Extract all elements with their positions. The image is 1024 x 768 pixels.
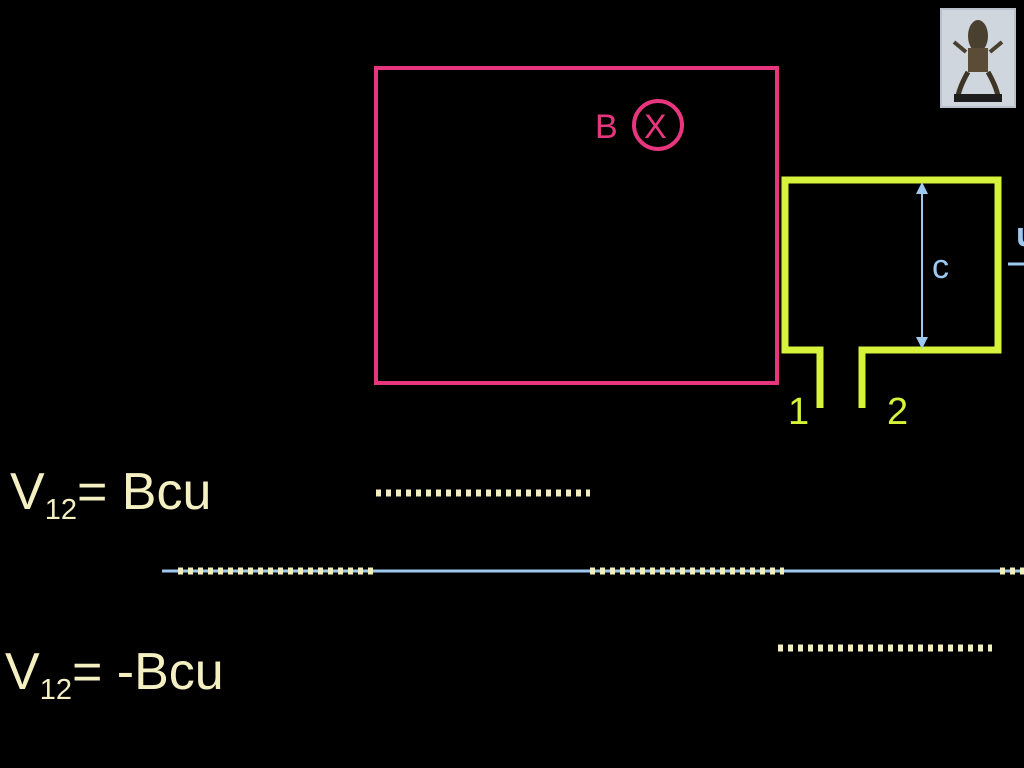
field-into-page-circle <box>632 99 684 151</box>
dimension-arrowhead-up <box>916 182 928 194</box>
magnetic-field-region <box>374 66 779 385</box>
velocity-label: u <box>1016 216 1024 254</box>
terminal-2-label: 2 <box>887 391 908 433</box>
conducting-loop <box>781 176 1002 408</box>
field-into-page-symbol: X <box>644 108 667 146</box>
dimension-arrowhead-down <box>916 337 928 349</box>
dimension-c-label: c <box>932 248 949 286</box>
equation-positive-rhs: = Bcu <box>76 463 212 521</box>
equation-negative-lhs: V <box>5 643 40 701</box>
terminal-1-label: 1 <box>788 391 809 433</box>
equation-negative-rhs: = -Bcu <box>71 643 224 701</box>
equation-positive: V12= Bcu <box>10 466 211 525</box>
equation-negative: V12= -Bcu <box>5 646 224 705</box>
equation-positive-subscript: 12 <box>44 494 77 526</box>
equation-negative-subscript: 12 <box>39 674 72 706</box>
field-label: B <box>595 108 618 146</box>
equation-positive-lhs: V <box>10 463 45 521</box>
deity-statue-thumbnail-icon <box>940 8 1016 108</box>
